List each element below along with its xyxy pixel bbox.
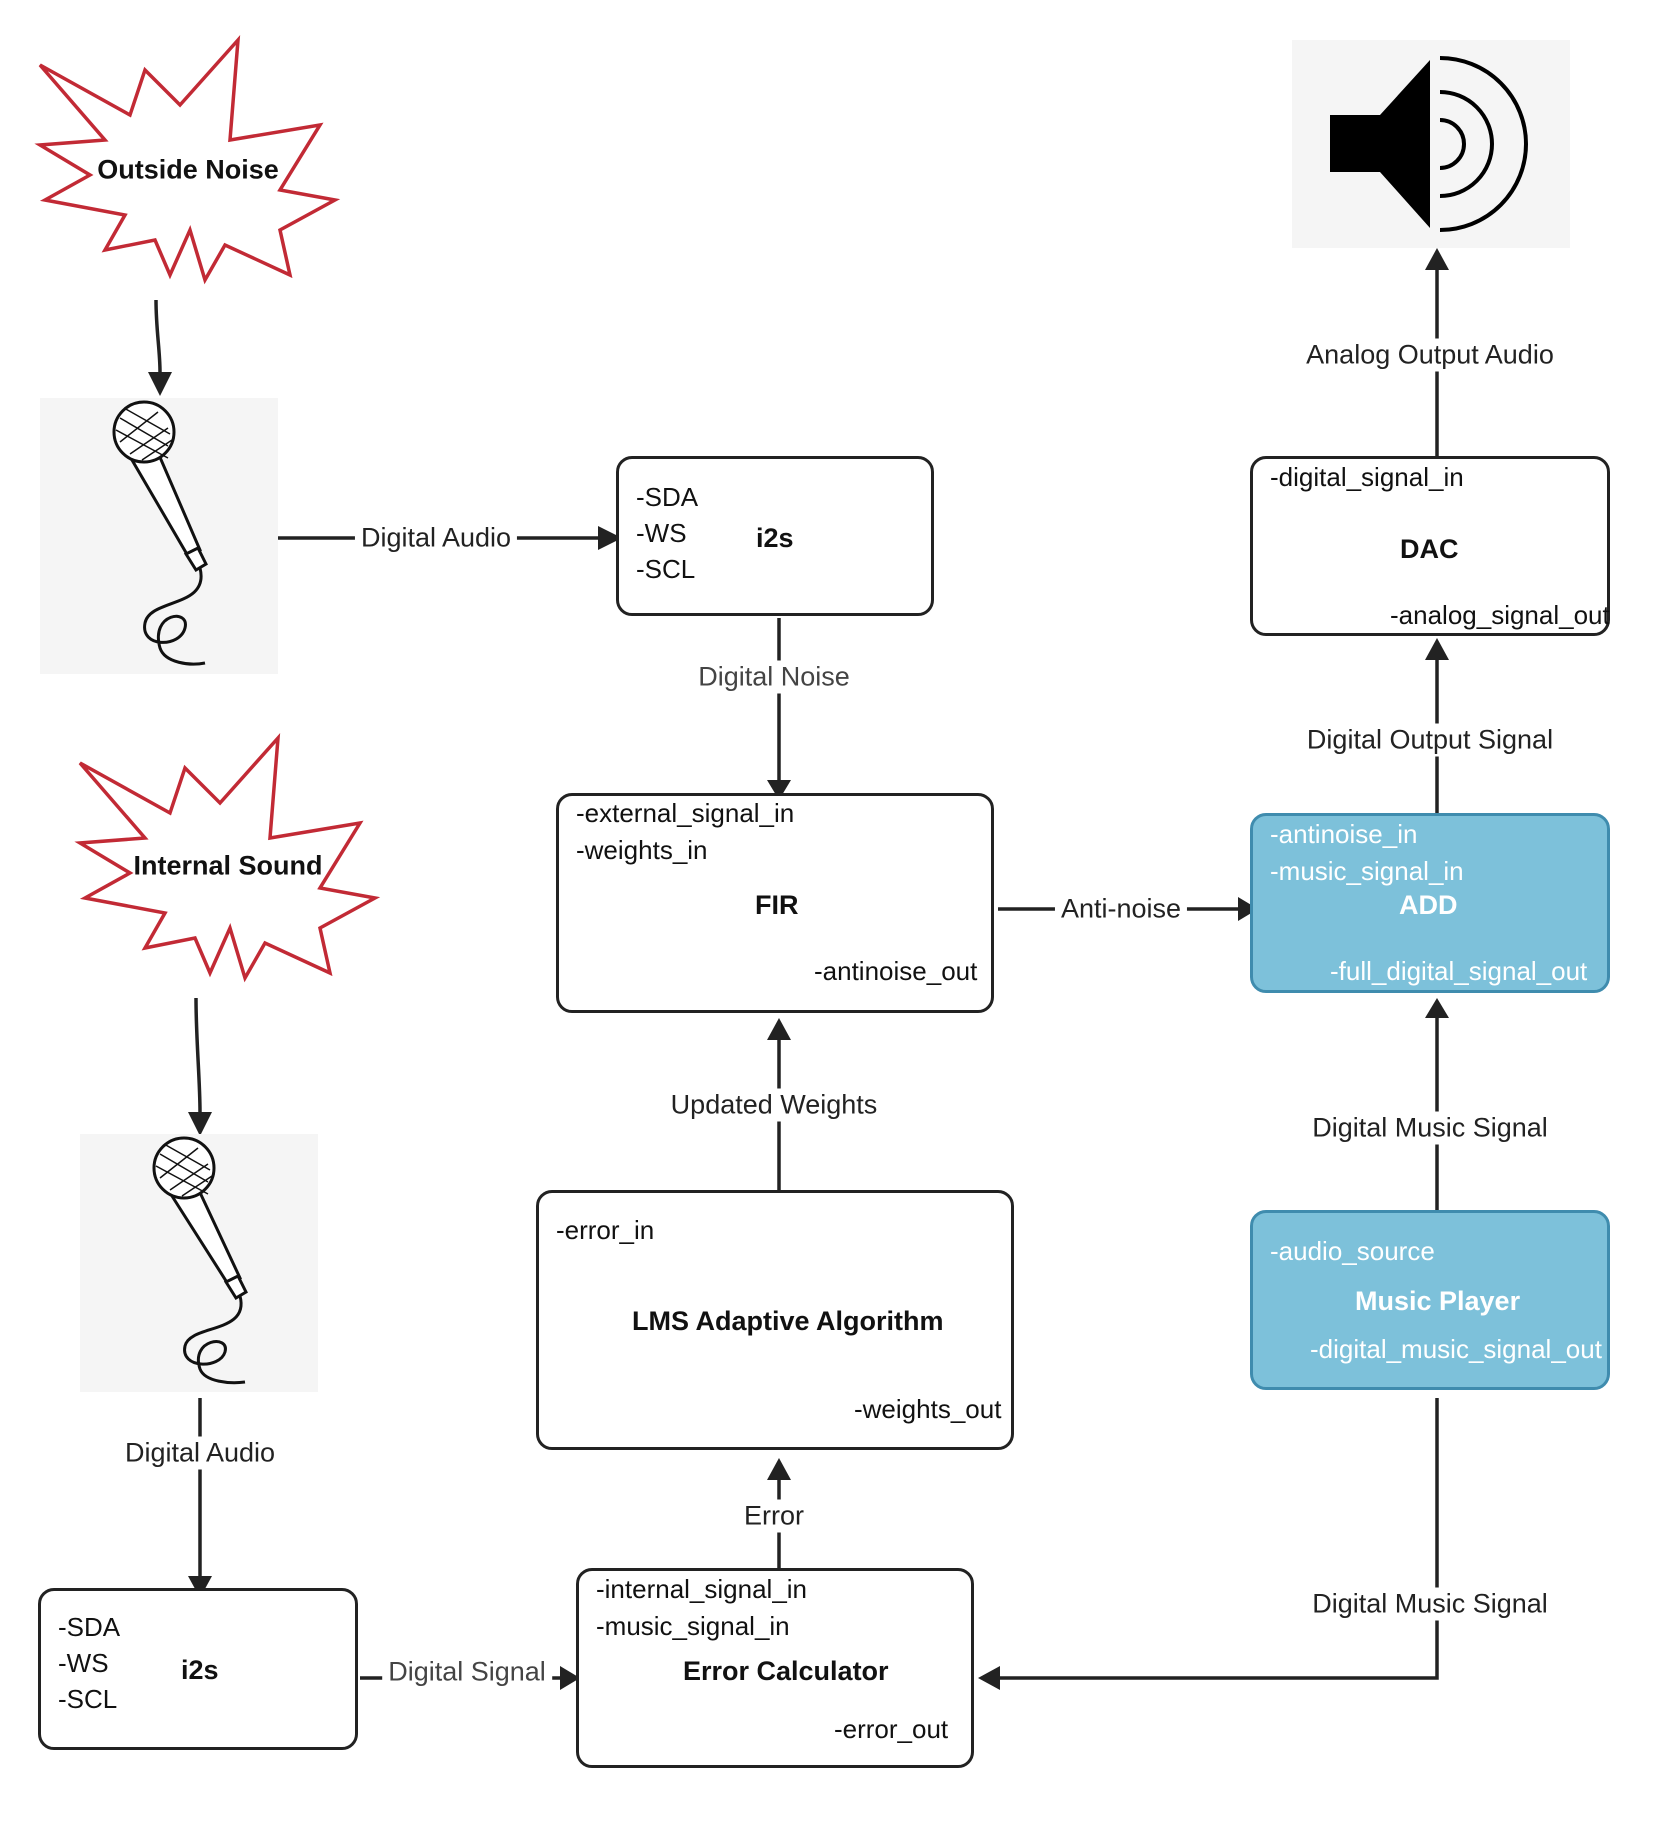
dac-port-analog-signal-out: -analog_signal_out	[1390, 600, 1610, 630]
i2s-top-port-sda: -SDA	[636, 482, 699, 512]
add-port-full-digital-signal-out: -full_digital_signal_out	[1330, 956, 1588, 986]
internal-sound-burst	[74, 732, 381, 983]
i2s-top-port-ws: -WS	[636, 518, 687, 548]
i2s-bottom-port-scl: -SCL	[58, 1684, 118, 1714]
fir-port-external-signal-in: -external_signal_in	[576, 798, 795, 828]
music-player-title: Music Player	[1355, 1286, 1521, 1316]
i2s-top-title: i2s	[756, 523, 794, 553]
edge-label-digital-music-signal-bottom: Digital Music Signal	[1306, 1587, 1554, 1621]
edge-label-error: Error	[738, 1499, 810, 1533]
error-port-internal-signal-in: -internal_signal_in	[596, 1574, 808, 1604]
microphone-icon	[152, 1136, 248, 1385]
music-player-block[interactable]	[1250, 1210, 1610, 1390]
edge-music-to-error	[1000, 1398, 1439, 1680]
i2s-block-bottom[interactable]	[38, 1588, 358, 1750]
error-port-error-out: -error_out	[834, 1714, 949, 1744]
lms-port-weights-out: -weights_out	[854, 1394, 1002, 1424]
fir-port-antinoise-out: -antinoise_out	[814, 956, 978, 986]
edge-label-analog-output-audio: Analog Output Audio	[1300, 338, 1560, 372]
microphone-panel-bottom	[80, 1134, 318, 1392]
error-port-music-signal-in: -music_signal_in	[596, 1611, 790, 1641]
edge-label-anti-noise: Anti-noise	[1054, 892, 1188, 926]
i2s-bottom-port-sda: -SDA	[58, 1612, 121, 1642]
error-calculator-block[interactable]	[576, 1568, 974, 1768]
add-title: ADD	[1399, 890, 1458, 920]
lms-title: LMS Adaptive Algorithm	[632, 1306, 944, 1336]
edge-label-digital-noise: Digital Noise	[692, 660, 856, 694]
edge-label-digital-signal: Digital Signal	[382, 1655, 552, 1689]
i2s-block-top[interactable]	[616, 456, 934, 616]
add-block[interactable]	[1250, 813, 1610, 993]
edge-sound-to-mic2	[194, 997, 202, 1113]
fir-block[interactable]	[556, 793, 994, 1013]
i2s-top-port-scl: -SCL	[636, 554, 696, 584]
error-calculator-title: Error Calculator	[683, 1656, 889, 1686]
dac-title: DAC	[1400, 534, 1459, 564]
edge-label-digital-music-signal-top: Digital Music Signal	[1306, 1111, 1554, 1145]
speaker-panel	[1292, 40, 1570, 248]
music-player-port-digital-music-signal-out: -digital_music_signal_out	[1310, 1334, 1602, 1364]
speaker-icon	[1330, 56, 1528, 232]
add-port-music-signal-in: -music_signal_in	[1270, 856, 1464, 886]
dac-block[interactable]	[1250, 456, 1610, 636]
outside-noise-label: Outside Noise	[97, 154, 279, 185]
edge-label-digital-audio-bottom: Digital Audio	[118, 1436, 282, 1470]
dac-port-digital-signal-in: -digital_signal_in	[1270, 462, 1464, 492]
fir-port-weights-in: -weights_in	[576, 835, 708, 865]
microphone-panel-top	[40, 398, 278, 674]
edge-label-digital-output-signal: Digital Output Signal	[1300, 723, 1560, 757]
fir-title: FIR	[755, 890, 799, 920]
microphone-icon	[112, 400, 208, 666]
music-player-port-audio-source: -audio_source	[1270, 1236, 1435, 1266]
i2s-bottom-port-ws: -WS	[58, 1648, 109, 1678]
outside-noise-burst	[34, 34, 341, 285]
edge-noise-to-mic	[154, 299, 162, 373]
edge-label-digital-audio-top: Digital Audio	[354, 521, 518, 555]
edge-label-updated-weights: Updated Weights	[664, 1088, 884, 1122]
i2s-bottom-title: i2s	[181, 1655, 219, 1685]
lms-port-error-in: -error_in	[556, 1215, 655, 1245]
internal-sound-label: Internal Sound	[133, 850, 323, 881]
lms-block[interactable]	[536, 1190, 1014, 1450]
add-port-antinoise-in: -antinoise_in	[1270, 819, 1418, 849]
